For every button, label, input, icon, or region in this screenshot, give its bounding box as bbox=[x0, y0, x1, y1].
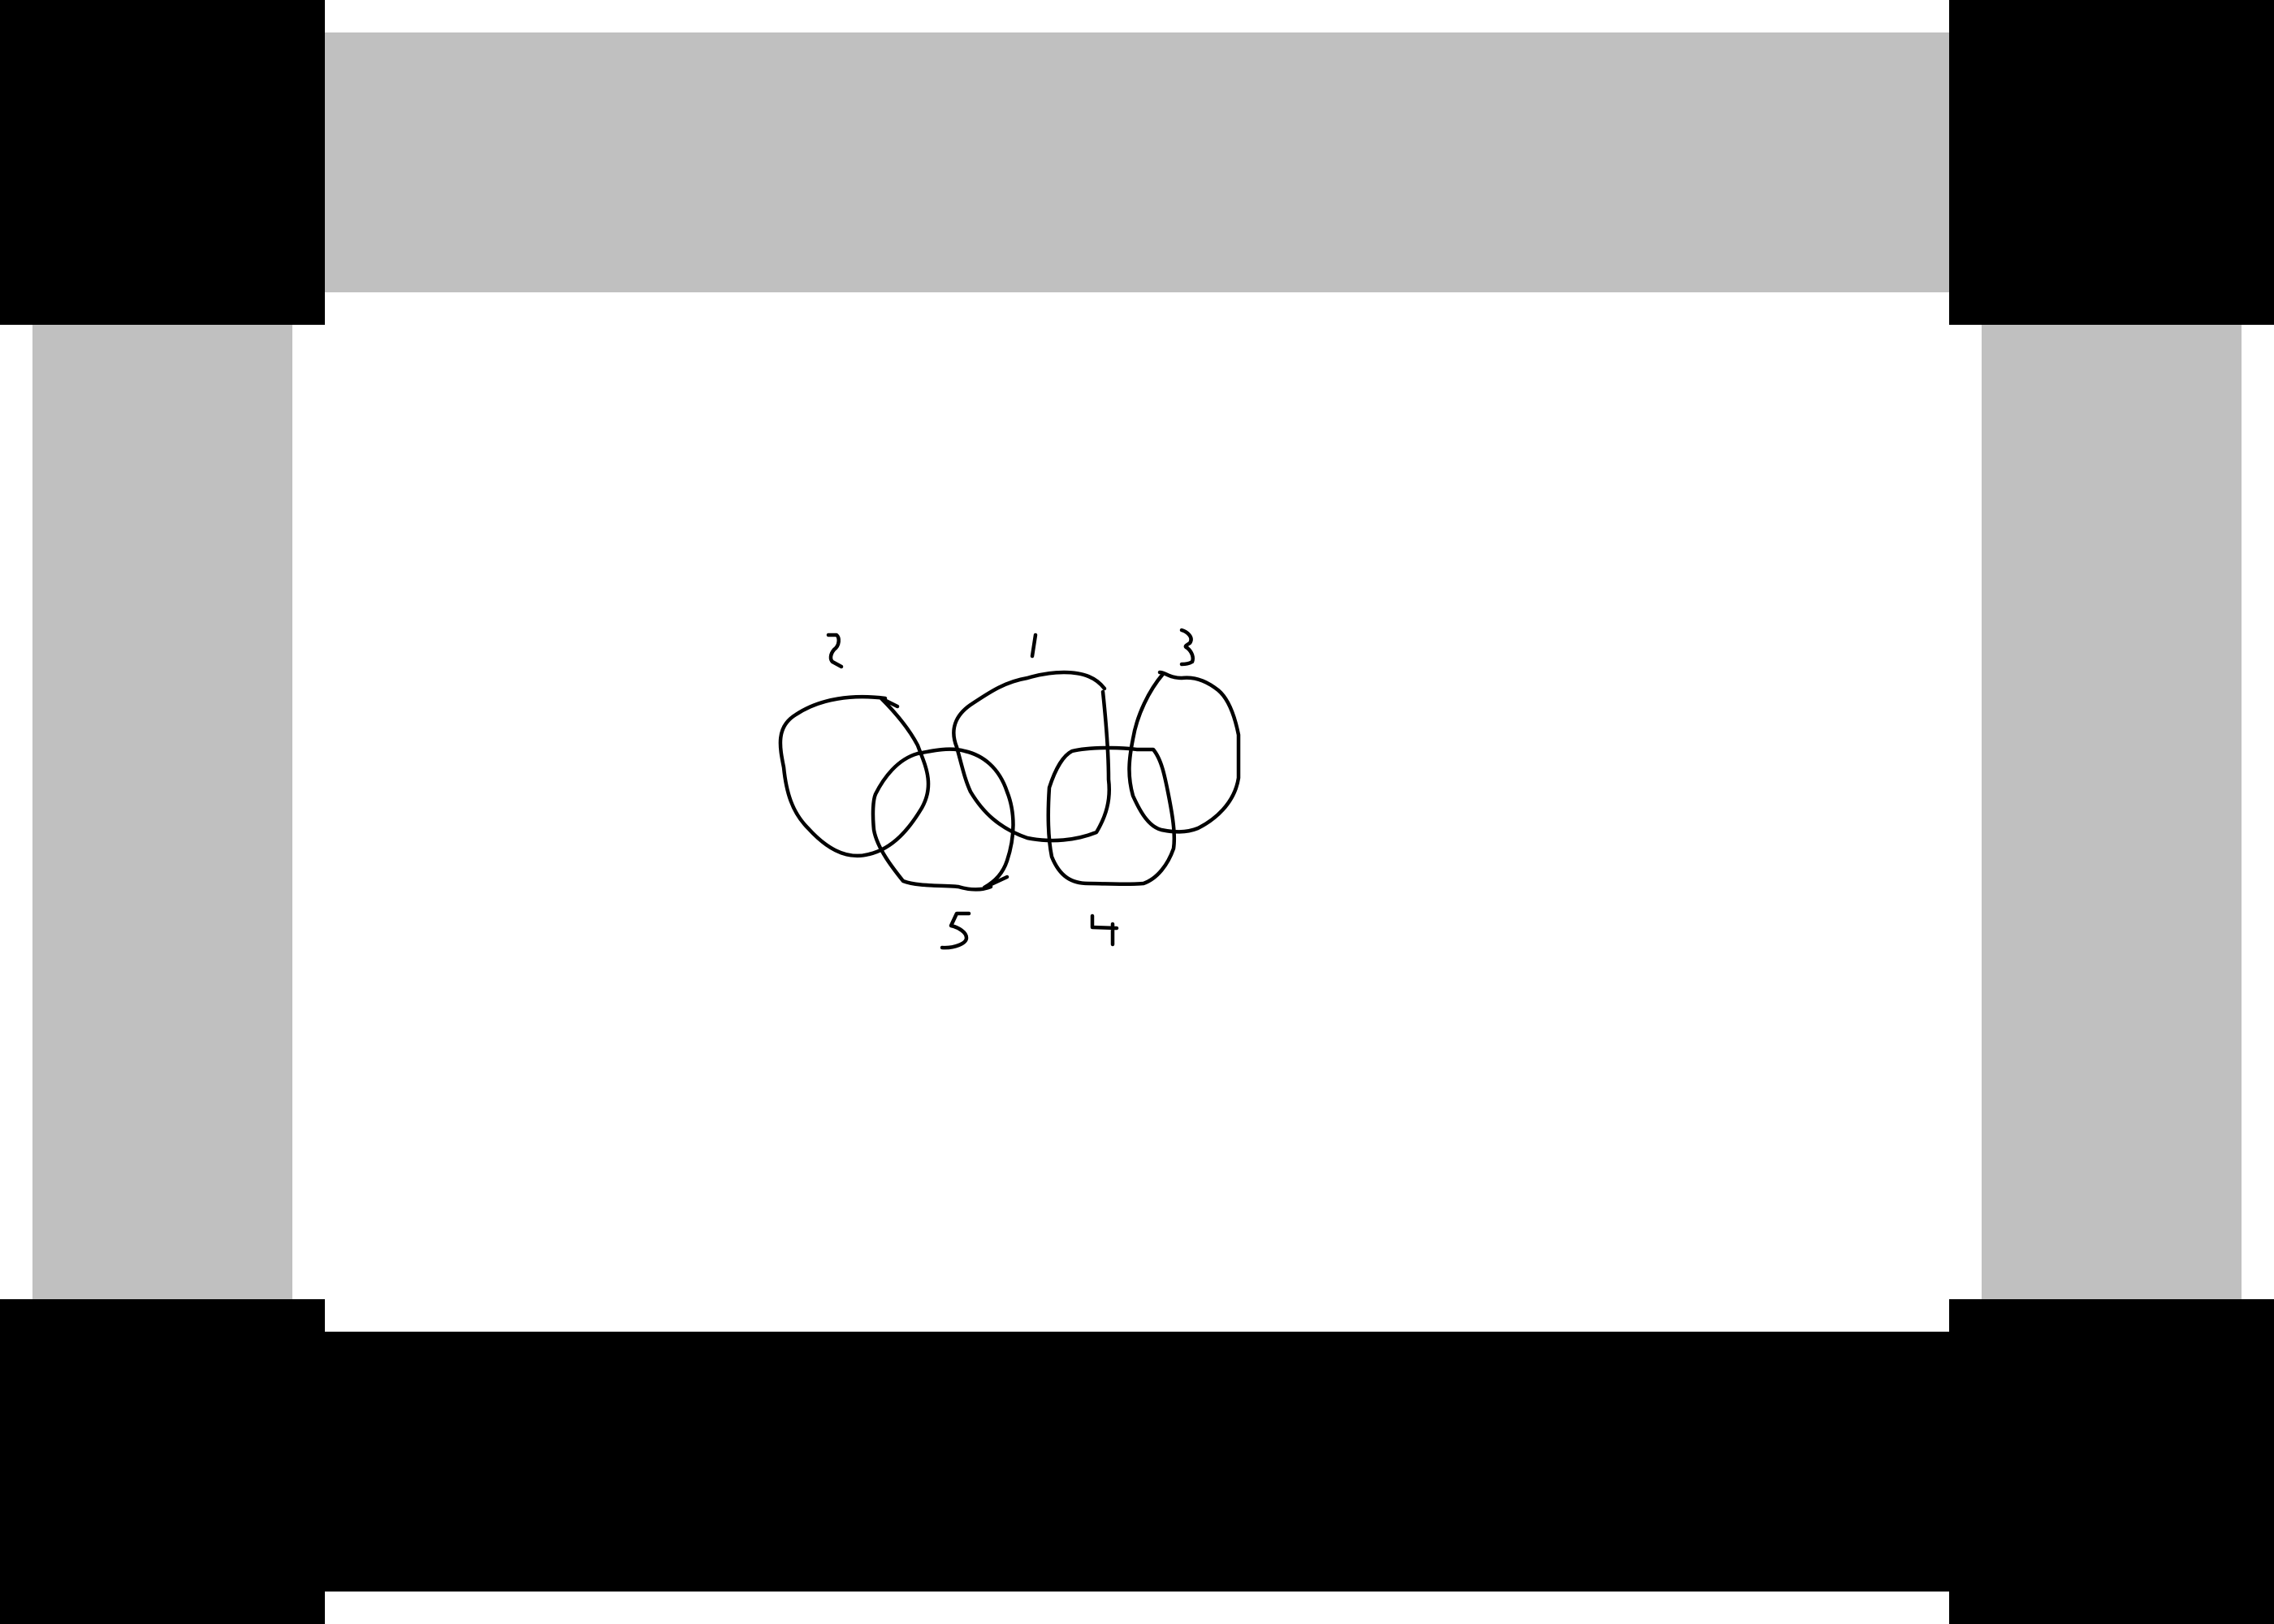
loop-3-stroke bbox=[1127, 670, 1241, 834]
loop-3-label: 3 bbox=[1179, 628, 1195, 667]
label-1-glyph bbox=[1030, 633, 1038, 659]
loop-5-label: 5 bbox=[940, 911, 971, 950]
frame-top-band bbox=[325, 32, 1949, 292]
label-5-glyph bbox=[940, 911, 971, 950]
label-2-text: 2 bbox=[835, 657, 836, 659]
loop-1-stroke bbox=[952, 670, 1111, 843]
frame-left-band bbox=[32, 325, 292, 1299]
frame-right-band bbox=[1982, 325, 2242, 1299]
frame-bottom-left-block bbox=[0, 1299, 325, 1624]
loop-1-label: 1 bbox=[1030, 633, 1038, 659]
label-3-glyph bbox=[1179, 628, 1195, 667]
frame-top-left-block bbox=[0, 0, 325, 325]
loop-4-label: 4 bbox=[1090, 914, 1119, 947]
label-5-text: 5 bbox=[954, 931, 955, 933]
loop-4-stroke bbox=[1046, 745, 1177, 887]
label-4-glyph bbox=[1090, 914, 1119, 947]
loop-2-label: 2 bbox=[826, 633, 844, 669]
frame-bottom-band bbox=[325, 1332, 1949, 1592]
loop-3 bbox=[1127, 670, 1241, 834]
frame-top-right-block bbox=[1949, 0, 2274, 325]
label-2-glyph bbox=[826, 633, 844, 669]
loop-2 bbox=[778, 694, 931, 858]
frame-bottom-right-block bbox=[1949, 1299, 2274, 1624]
loop-1 bbox=[952, 670, 1111, 843]
loop-4 bbox=[1046, 745, 1177, 887]
frame-bottom-strip bbox=[325, 1592, 1949, 1624]
loop-2-stroke bbox=[778, 694, 931, 858]
